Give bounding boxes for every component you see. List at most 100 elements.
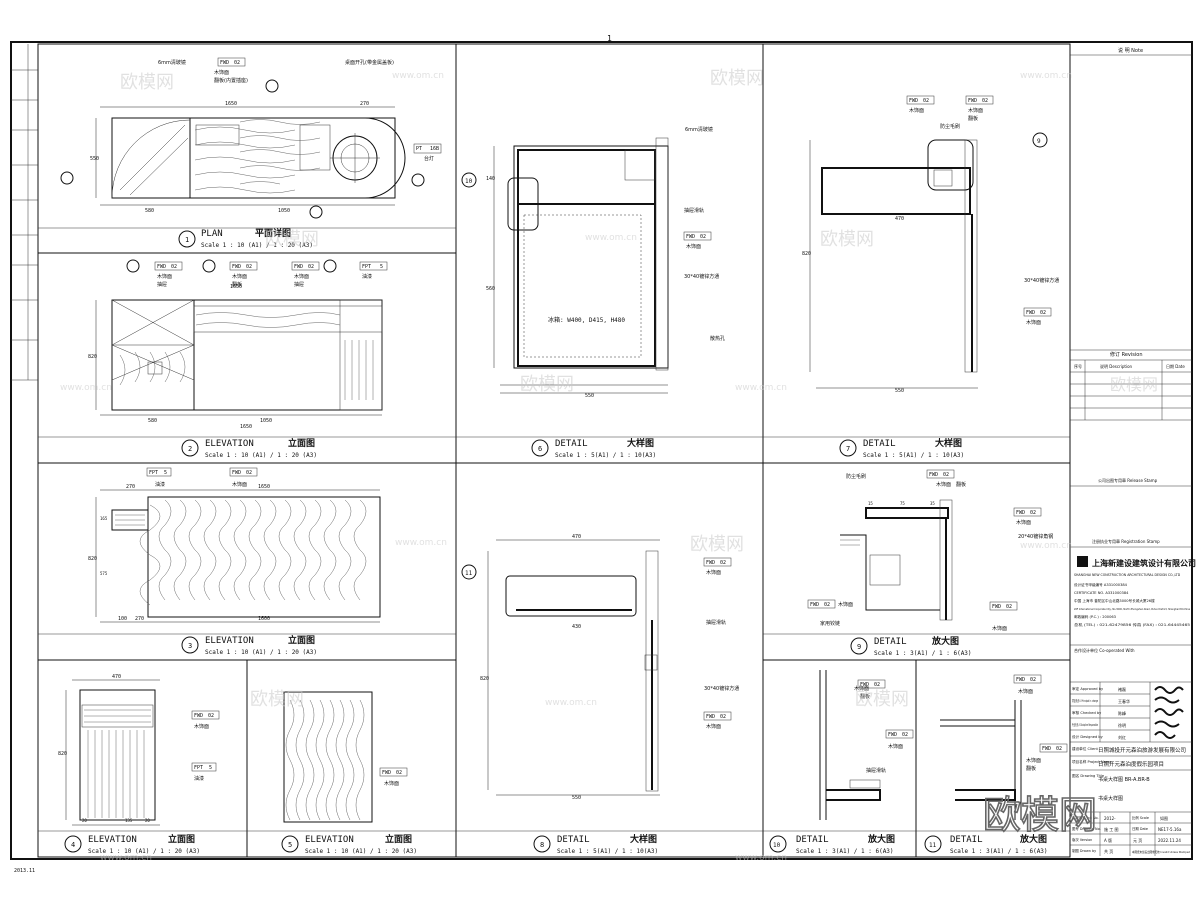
svg-text:Scale 1 : 10 (A1) / 1 : 20 (A3: Scale 1 : 10 (A1) / 1 : 20 (A3): [205, 649, 317, 656]
bottom-left-note: 2013.11: [14, 868, 35, 874]
svg-text:02: 02: [246, 470, 252, 476]
svg-text:DETAIL: DETAIL: [874, 637, 907, 647]
binding-strip: [11, 44, 38, 381]
svg-text:翻板: 翻板: [968, 115, 978, 122]
svg-text:日期 Date: 日期 Date: [1166, 363, 1185, 369]
svg-text:02: 02: [824, 602, 830, 608]
svg-text:5: 5: [288, 841, 292, 849]
svg-text:2: 2: [188, 445, 192, 453]
svg-text:图号 Drawing No.: 图号 Drawing No.: [1072, 826, 1101, 831]
svg-text:FPT: FPT: [362, 264, 371, 270]
svg-text:A 版: A 版: [1104, 837, 1112, 843]
svg-text:说明 Description: 说明 Description: [1100, 363, 1133, 369]
plan-view: 1650 580 1050 270 550 FWD 02 木饰面 翻板(内置插座…: [60, 57, 442, 219]
svg-text:02: 02: [171, 264, 177, 270]
dim-1650: 1650: [225, 101, 237, 107]
brand-watermark: 欧模网: [983, 793, 1097, 837]
svg-text:放大图: 放大图: [1019, 833, 1047, 845]
svg-text:如图: 如图: [1160, 815, 1168, 821]
svg-text:430: 430: [572, 624, 581, 630]
svg-text:02: 02: [902, 732, 908, 738]
svg-text:木饰面: 木饰面: [232, 481, 247, 488]
svg-text:FWD: FWD: [686, 234, 695, 240]
svg-text:FWD: FWD: [294, 264, 303, 270]
detail-6: 冰箱: W400, D415, H480 550 560 140 6mm清玻镜 …: [461, 126, 725, 399]
svg-text:www.om.cn: www.om.cn: [60, 383, 112, 393]
svg-text:1050: 1050: [260, 418, 272, 424]
detail-6-title: 6 DETAIL 大样图 Scale 1 : 5(A1) / 1 : 10(A3…: [531, 437, 656, 459]
svg-text:设计证书甲级编号 A331000384: 设计证书甲级编号 A331000384: [1074, 582, 1128, 587]
elevation-2-title: 2 ELEVATION 立面图 Scale 1 : 10 (A1) / 1 : …: [181, 437, 317, 459]
svg-text:大样图: 大样图: [630, 833, 657, 845]
svg-text:ELEVATION: ELEVATION: [305, 835, 354, 845]
detail-10-title: 10 DETAIL 放大图 Scale 1 : 3(A1) / 1 : 6(A3…: [769, 833, 895, 855]
svg-text:项目负责人 Principal in charge: 项目负责人 Principal in charge: [1072, 698, 1098, 703]
elevation-5-title: 5 ELEVATION 立面图 Scale 1 : 10 (A1) / 1 : …: [281, 833, 417, 855]
top-marker: 1: [607, 34, 612, 43]
svg-text:建设单位 Client: 建设单位 Client: [1072, 746, 1099, 751]
svg-text:165: 165: [100, 516, 108, 521]
tag-pt-no: 16B: [430, 146, 439, 152]
svg-text:大样图: 大样图: [627, 437, 654, 449]
svg-text:270: 270: [126, 484, 135, 490]
svg-text:Scale 1 : 3(A1) / 1 : 6(A3): Scale 1 : 3(A1) / 1 : 6(A3): [874, 650, 972, 657]
svg-text:NE17-5.16a: NE17-5.16a: [1158, 827, 1182, 832]
svg-text:820: 820: [802, 251, 811, 257]
svg-text:02: 02: [1006, 604, 1012, 610]
svg-text:家用铰链: 家用铰链: [820, 620, 840, 627]
svg-text:FWD: FWD: [909, 98, 918, 104]
svg-text:www.om.cn: www.om.cn: [545, 698, 597, 708]
svg-text:02: 02: [1030, 677, 1036, 683]
svg-text:王春华: 王春华: [1118, 698, 1130, 704]
svg-text:www.om.cn: www.om.cn: [1020, 71, 1072, 81]
svg-text:02: 02: [308, 264, 314, 270]
svg-text:DETAIL: DETAIL: [796, 835, 829, 845]
svg-text:版次 Version: 版次 Version: [1072, 837, 1092, 842]
svg-text:20: 20: [82, 818, 87, 823]
svg-text:欧模网: 欧模网: [820, 229, 874, 250]
svg-text:徐明: 徐明: [1118, 722, 1126, 728]
svg-text:木饰面: 木饰面: [1016, 519, 1031, 526]
svg-text:木饰面: 木饰面: [1026, 319, 1041, 326]
svg-text:www.om.cn: www.om.cn: [585, 233, 637, 243]
svg-text:刘红: 刘红: [1118, 734, 1126, 740]
svg-text:FPT: FPT: [194, 765, 203, 771]
svg-text:02: 02: [943, 472, 949, 478]
svg-text:FWD: FWD: [860, 682, 869, 688]
svg-text:11: 11: [465, 570, 473, 577]
svg-text:575: 575: [100, 571, 108, 576]
svg-text:放大图: 放大图: [867, 833, 895, 845]
svg-text:欧模网: 欧模网: [710, 68, 764, 89]
svg-text:项目名称 Project Name: 项目名称 Project Name: [1072, 759, 1112, 764]
detail-9: 防尘毛刷 FWD 02 木饰面 翻板 FWD 02 木饰面 20*40镀锌角钢 …: [807, 469, 1053, 632]
svg-text:FWD: FWD: [929, 472, 938, 478]
notes-title: 说 明 Note: [1118, 47, 1143, 54]
svg-text:6: 6: [538, 445, 542, 453]
svg-text:木饰面: 木饰面: [706, 723, 721, 730]
svg-text:10: 10: [773, 842, 781, 849]
svg-text:www.om.cn: www.om.cn: [395, 538, 447, 548]
dim-580: 580: [145, 208, 154, 214]
svg-text:油漆: 油漆: [194, 775, 204, 782]
svg-text:翻板: 翻板: [956, 481, 966, 488]
svg-text:Scale 1 : 10 (A1) / 1 : 20 (A3: Scale 1 : 10 (A1) / 1 : 20 (A3): [88, 848, 200, 855]
svg-text:陈峰: 陈峰: [1118, 710, 1126, 716]
svg-text:Scale 1 : 5(A1) / 1 : 10(A3): Scale 1 : 5(A1) / 1 : 10(A3): [863, 452, 964, 459]
svg-text:施 工 图: 施 工 图: [1104, 826, 1119, 832]
note-hole: 桌面开孔(带金属盖板): [345, 59, 394, 66]
svg-text:共 页: 共 页: [1104, 848, 1113, 854]
svg-text:木饰面: 木饰面: [384, 780, 399, 787]
svg-text:FWD: FWD: [1042, 746, 1051, 752]
svg-text:ELEVATION: ELEVATION: [205, 636, 254, 646]
svg-text:木饰面: 木饰面: [706, 569, 721, 576]
svg-text:1: 1: [185, 236, 189, 244]
dim-1050: 1050: [278, 208, 290, 214]
svg-text:550: 550: [585, 393, 594, 399]
svg-text:木饰面: 木饰面: [686, 243, 701, 250]
watermarks: 欧模网 www.om.cn 欧模网 www.om.cn 欧模网 www.om.c…: [60, 68, 1158, 863]
svg-text:抽屉滑轨: 抽屉滑轨: [684, 207, 704, 214]
svg-text:7: 7: [846, 445, 850, 453]
elevation-4: 470 20 135 20 820 FWD 02 木饰面 FPT 5 油漆: [58, 674, 220, 826]
svg-text:02: 02: [396, 770, 402, 776]
svg-text:油漆: 油漆: [362, 273, 372, 280]
